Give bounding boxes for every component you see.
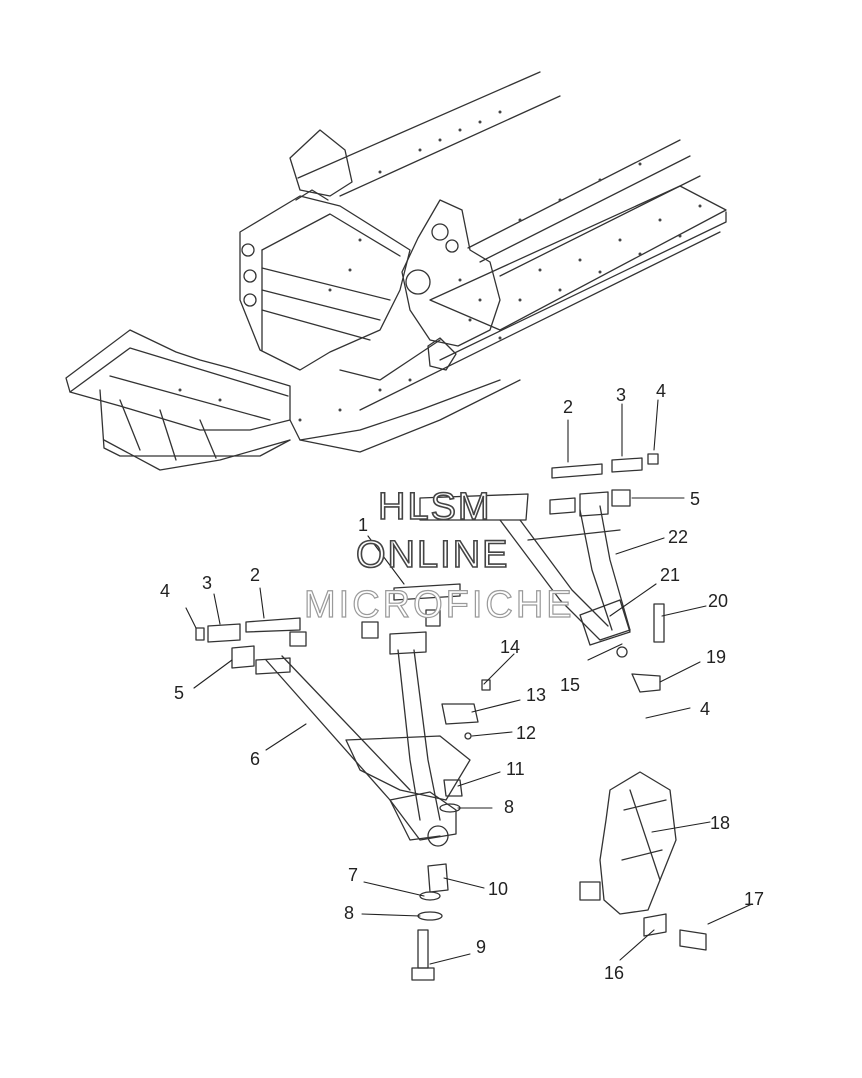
callout-label: 4: [656, 381, 667, 401]
watermark-line-2: ONLINE: [355, 533, 510, 577]
callout-label: 7: [348, 865, 359, 885]
callout-label: 14: [500, 637, 521, 657]
callout-label: 8: [504, 797, 515, 817]
callout-label: 22: [668, 527, 689, 547]
chassis-frame: [65, 71, 727, 471]
callout-label: 5: [174, 683, 185, 703]
watermark-line-1: HLSM: [377, 485, 492, 529]
callout-label: 11: [506, 759, 525, 779]
callout-label: 21: [660, 565, 681, 585]
frame-rivets: [178, 110, 702, 422]
watermark-line-3: MICROFICHE: [303, 583, 575, 626]
spindle-assembly: [579, 771, 707, 951]
callout-label: 1: [358, 515, 369, 535]
callout-label: 9: [476, 937, 487, 957]
callout-label: 17: [744, 889, 765, 909]
callout-label: 2: [563, 397, 574, 417]
callout-label: 20: [708, 591, 729, 611]
callout-label: 10: [488, 879, 509, 899]
callout-label: 15: [560, 675, 581, 695]
callout-label: 3: [202, 573, 213, 593]
lower-a-arm-assembly: [195, 583, 491, 981]
callout-label: 3: [616, 385, 627, 405]
callout-label: 6: [250, 749, 261, 769]
callout-label: 2: [250, 565, 261, 585]
callout-label: 8: [344, 903, 355, 923]
callout-label: 18: [710, 813, 731, 833]
callout-label: 12: [516, 723, 537, 743]
callout-label: 5: [690, 489, 701, 509]
callout-label: 19: [706, 647, 727, 667]
callout-label: 4: [160, 581, 171, 601]
callout-label: 4: [700, 699, 711, 719]
callout-label: 16: [604, 963, 625, 983]
leader-lines: [185, 399, 753, 965]
callout-label: 13: [526, 685, 547, 705]
